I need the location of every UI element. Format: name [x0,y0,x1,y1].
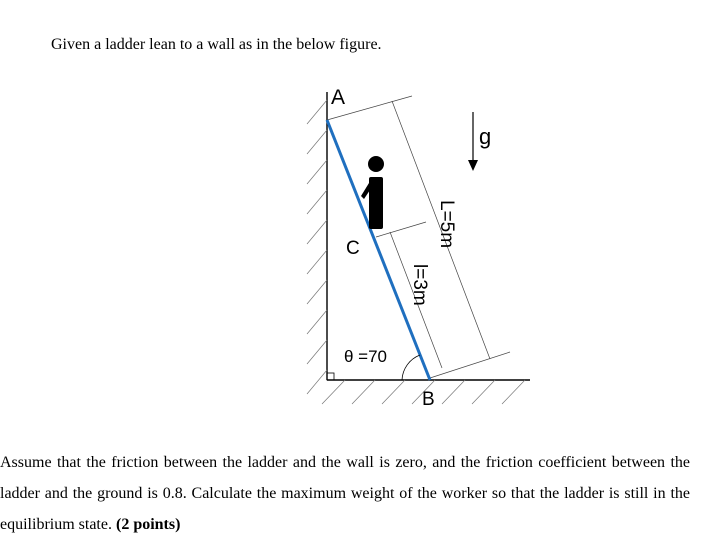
label-l-total: L=5m [436,200,457,248]
label-theta: θ =70 [344,347,387,366]
dim-line-l [389,231,443,369]
dim-extension-c [375,221,427,238]
gravity-arrow-icon [468,112,478,171]
ground-hatching [321,379,526,405]
dim-extension-bottom [429,351,511,379]
points-label: (2 points) [115,516,181,533]
dimension-lines [326,95,511,379]
problem-body: Assume that the friction between the lad… [0,454,690,533]
right-angle-mark [326,372,335,381]
wall [306,92,328,395]
ladder [325,119,432,381]
label-c: C [346,238,360,259]
intro-text: Given a ladder lean to a wall as in the … [51,36,382,53]
dim-extension-top [326,95,413,121]
angle-arc [401,354,421,381]
label-l-partial: l=3m [409,264,430,306]
wall-hatching [306,99,328,395]
label-b: B [422,389,435,410]
label-g: g [479,124,491,149]
problem-text: Assume that the friction between the lad… [0,447,690,540]
label-a: A [331,86,345,109]
worker-icon [361,156,384,229]
dim-line-L [391,100,491,360]
